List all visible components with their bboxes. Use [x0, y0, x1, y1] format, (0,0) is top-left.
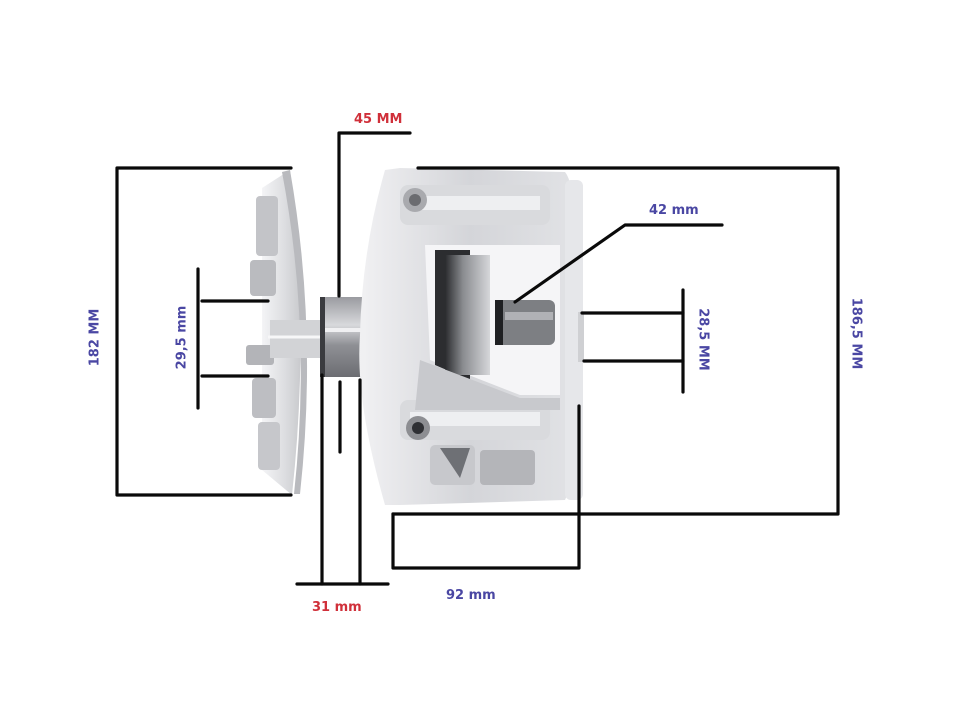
fan-diameter-bracket — [115, 166, 293, 497]
body-length-label: 92 mm — [446, 588, 496, 603]
fan-bore-label: 29,5 mm — [174, 305, 190, 370]
inner-shaft-leader — [513, 223, 724, 304]
body-diameter-bracket — [391, 166, 840, 516]
body-length-bracket — [391, 404, 581, 570]
body-diameter-label: 186,5 MM — [848, 297, 864, 370]
hub-length-leader — [337, 131, 412, 298]
shaft-collar — [320, 297, 368, 377]
collar-width-label: 31 mm — [312, 600, 362, 615]
fan-diameter-label: 182 MM — [87, 308, 103, 367]
clutch-housing — [359, 168, 584, 505]
hub-length-label: 45 MM — [354, 112, 403, 127]
dimension-lines — [115, 131, 840, 586]
outer-bore-label: 28,5 MM — [695, 308, 711, 371]
fan-sheave — [246, 170, 320, 495]
clutch-assembly-illustration — [246, 168, 584, 505]
inner-shaft-label: 42 mm — [649, 203, 699, 218]
